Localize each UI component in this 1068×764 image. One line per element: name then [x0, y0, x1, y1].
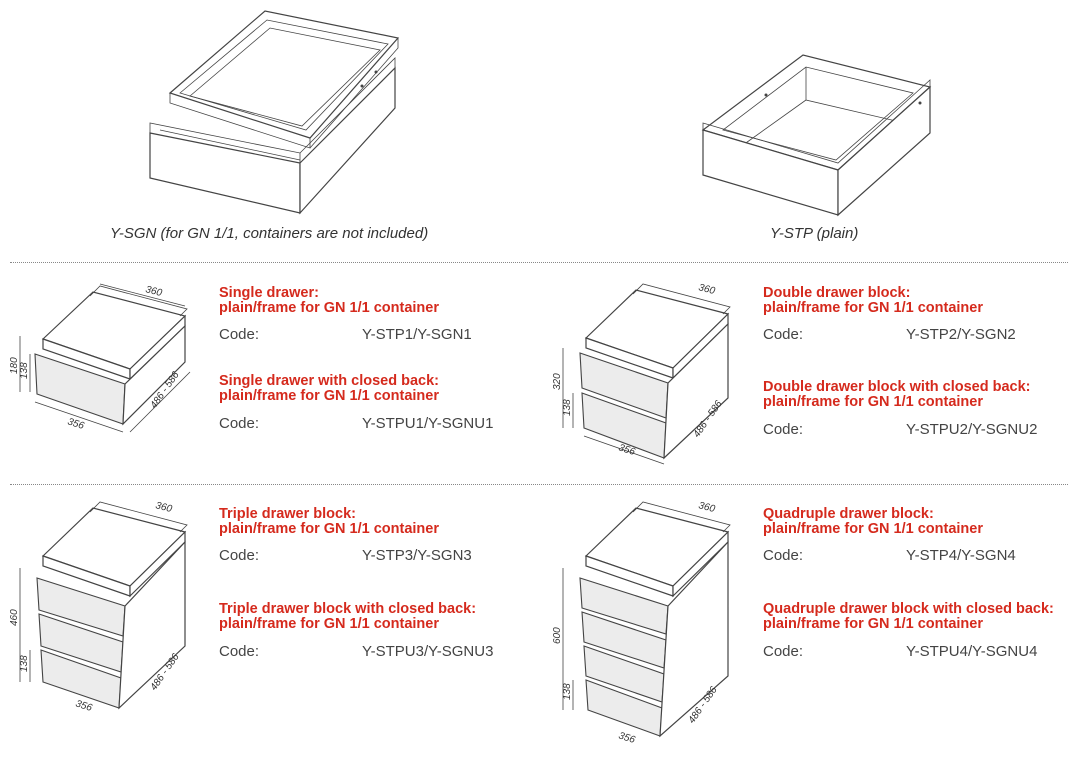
- dim-drawer: 138: [562, 399, 573, 416]
- dim-front: 356: [617, 730, 637, 746]
- drawer-with-gn-frame-illustration: [149, 10, 400, 215]
- dim-drawer: 138: [562, 683, 573, 700]
- separator: [10, 484, 1068, 485]
- code-value: Y-STP3/Y-SGN3: [362, 547, 472, 564]
- single-drawer-drawing: 360 356 486 - 586 180 138: [9, 283, 191, 433]
- code-label: Code:: [219, 547, 260, 564]
- plain-drawer-illustration: [701, 54, 932, 217]
- code-label: Code:: [763, 547, 804, 564]
- double-drawer-drawing: 360 356 486 - 586 320 138: [552, 282, 731, 465]
- code-value: Y-STPU4/Y-SGNU4: [906, 643, 1038, 660]
- dim-front: 356: [66, 416, 86, 432]
- code-value: Y-STP2/Y-SGN2: [906, 326, 1016, 343]
- quadruple-drawer-drawing: 360 356 486 - 586 600 138: [552, 500, 731, 746]
- code-label: Code:: [219, 643, 260, 660]
- code-value: Y-STPU2/Y-SGNU2: [906, 421, 1038, 438]
- code-value: Y-STPU3/Y-SGNU3: [362, 643, 494, 660]
- code-label: Code:: [219, 415, 260, 432]
- option-title: Quadruple drawer block:plain/frame for G…: [763, 506, 983, 537]
- code-value: Y-STP1/Y-SGN1: [362, 326, 472, 343]
- right-caption: Y-STP (plain): [770, 225, 859, 242]
- separator: [10, 262, 1068, 263]
- option-title: Single drawer:plain/frame for GN 1/1 con…: [219, 285, 439, 316]
- option-title: Double drawer block:plain/frame for GN 1…: [763, 285, 983, 316]
- dim-width: 360: [154, 500, 173, 515]
- dim-height: 320: [552, 373, 563, 390]
- option-title: Triple drawer block with closed back:pla…: [219, 601, 477, 632]
- option-title: Double drawer block with closed back:pla…: [763, 379, 1031, 410]
- dim-width: 360: [697, 500, 716, 515]
- dim-height: 180: [9, 357, 20, 374]
- dim-front: 356: [74, 698, 94, 714]
- code-value: Y-STP4/Y-SGN4: [906, 547, 1016, 564]
- dim-drawer: 138: [19, 655, 30, 672]
- code-value: Y-STPU1/Y-SGNU1: [362, 415, 494, 432]
- code-label: Code:: [763, 643, 804, 660]
- dim-drawer: 138: [19, 362, 30, 379]
- dim-height: 600: [552, 627, 563, 644]
- dim-height: 460: [9, 609, 20, 626]
- dim-width: 360: [697, 282, 716, 297]
- option-title: Triple drawer block:plain/frame for GN 1…: [219, 506, 439, 537]
- option-title: Quadruple drawer block with closed back:…: [763, 601, 1054, 632]
- dim-width: 360: [144, 284, 163, 299]
- triple-drawer-drawing: 360 356 486 - 586 460 138: [9, 500, 188, 714]
- left-caption: Y-SGN (for GN 1/1, containers are not in…: [110, 225, 429, 242]
- dim-front: 356: [617, 442, 637, 458]
- code-label: Code:: [763, 326, 804, 343]
- code-label: Code:: [763, 421, 804, 438]
- code-label: Code:: [219, 326, 260, 343]
- option-title: Single drawer with closed back:plain/fra…: [219, 373, 439, 404]
